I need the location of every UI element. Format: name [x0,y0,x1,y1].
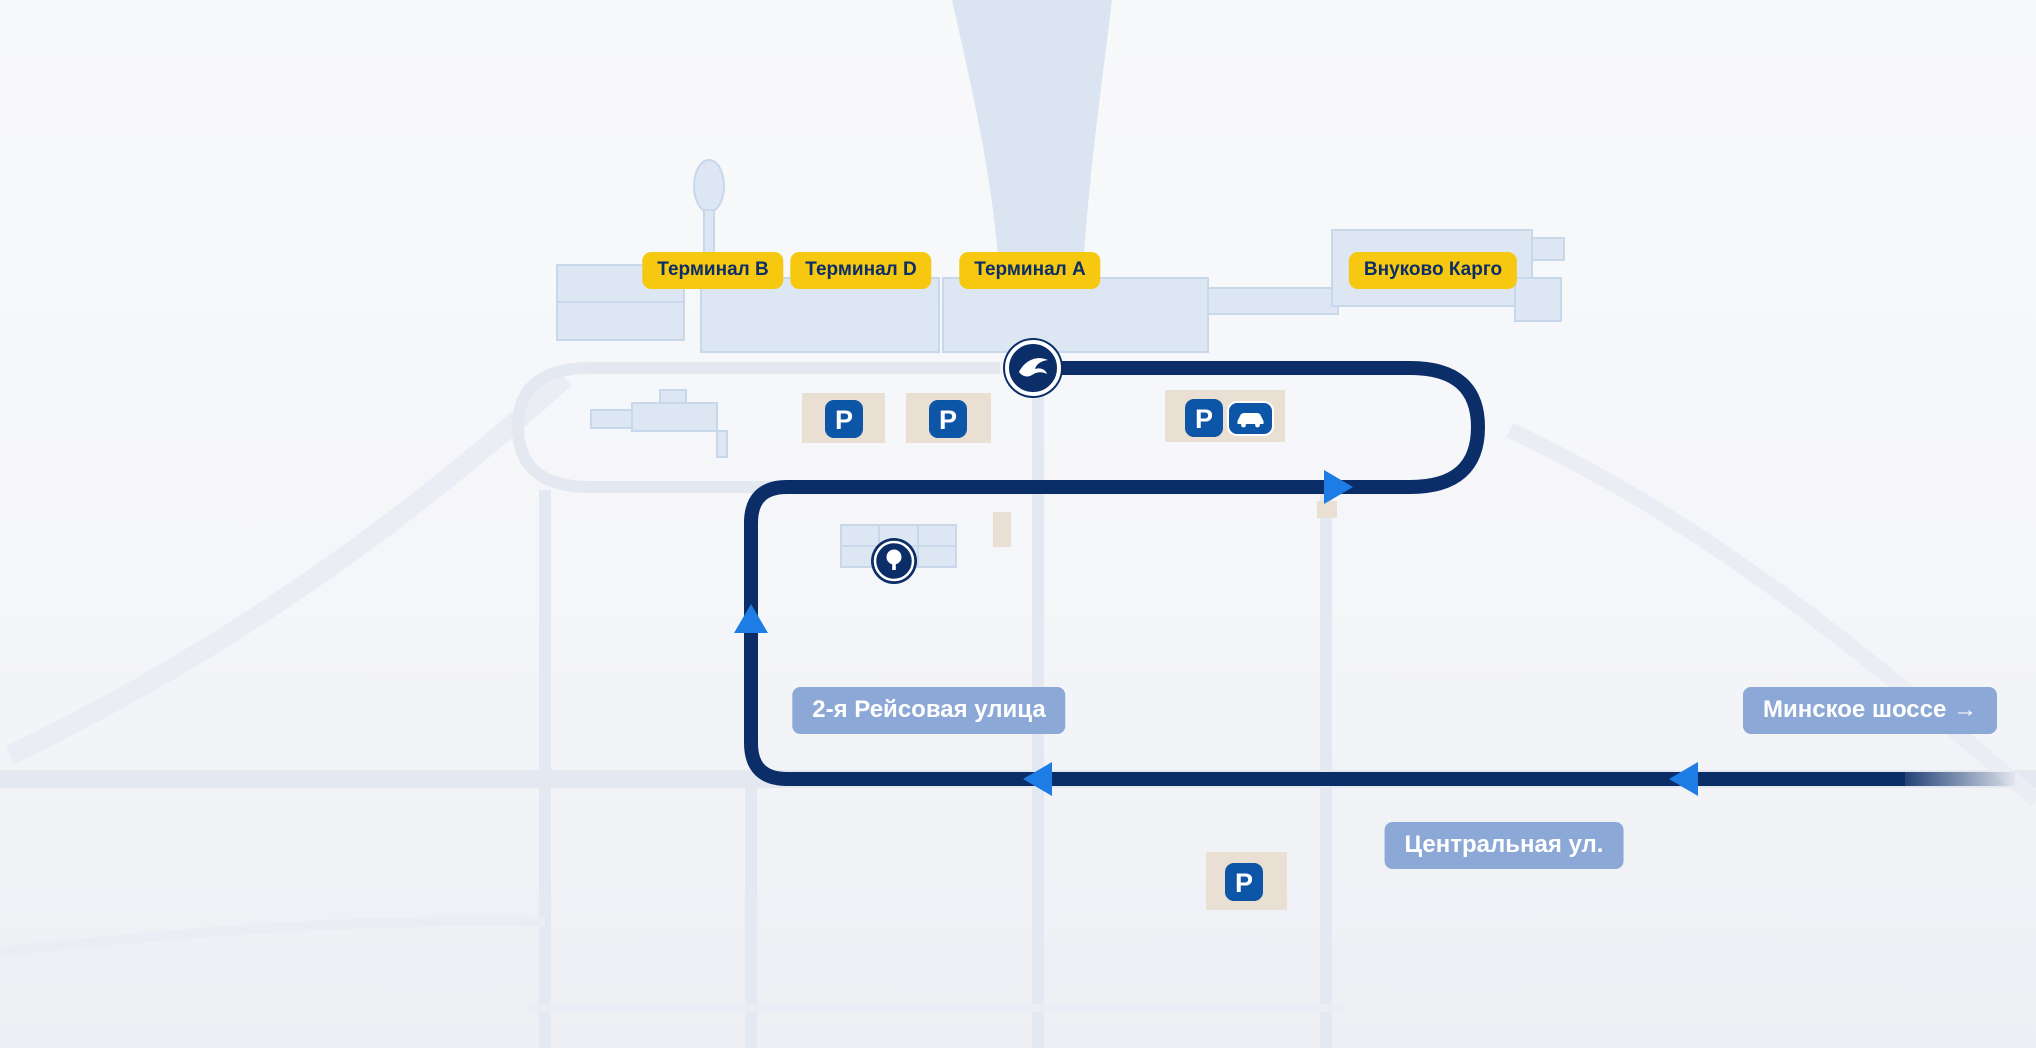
station-white-ring [873,540,915,582]
cargo-annex-1 [1531,237,1565,261]
terminal-connector [1207,287,1339,315]
route-line [744,361,1905,786]
terminal-b-badge: Терминал B [642,252,784,289]
road-right-diagonal [1506,422,2036,807]
parking-letter: P [1195,404,1213,434]
parking-letter: P [939,405,957,435]
arrow-left-icon-1 [1023,762,1052,796]
terminal-a-badge: Терминал A [959,252,1101,289]
terminal-d-building [700,277,940,353]
terminal-buildings [556,0,1565,568]
parking-square [1185,399,1223,437]
street-badge-minskoe: Минское шоссе → [1742,687,1998,734]
service-building-2 [590,409,633,429]
airport-logo-icon [1003,338,1063,398]
parking-square [825,400,863,438]
parking-square [1225,863,1263,901]
road-bottom-left-faint [0,916,546,957]
terminal-a-building [942,277,1209,353]
tree-trunk-icon [892,560,896,570]
tower-head [693,159,725,213]
parking-with-car-icon: P [1185,399,1274,437]
station-logo-icon [871,538,917,584]
arrow-left-icon-2 [1669,762,1698,796]
street-badge-reysovaya: 2-я Рейсовая улица [792,687,1066,734]
parking-icon-3: P [1225,863,1263,901]
car-icon [1237,413,1264,428]
route-layer [744,361,2015,786]
route-arrows [734,470,1698,796]
road-terminal-loop [511,362,1000,493]
service-building-3 [659,389,687,404]
runway-apron-shape [952,0,1112,285]
parking-buildings [802,390,1337,910]
parking-icon-1: P [825,400,863,438]
terminal-d-badge: Терминал D [790,252,932,289]
arrow-right-icon [1324,470,1353,504]
parking-square [929,400,967,438]
bird-icon [1019,358,1048,377]
service-building-1 [631,402,718,432]
logo-white-ring [1005,340,1061,396]
road-left-diagonal [5,370,572,765]
service-building-4 [716,430,728,458]
parking-icon-2: P [929,400,967,438]
cargo-annex-2 [1514,277,1562,322]
tree-crown-icon [886,549,902,565]
cargo-badge: Внуково Карго [1348,252,1518,289]
parking-letter: P [835,405,853,435]
small-building-1 [993,512,1011,547]
parking-letter: P [1235,868,1253,898]
street-badge-central: Центральная ул. [1384,822,1624,869]
small-building-2 [1317,501,1337,518]
arrow-up-icon [734,604,768,633]
